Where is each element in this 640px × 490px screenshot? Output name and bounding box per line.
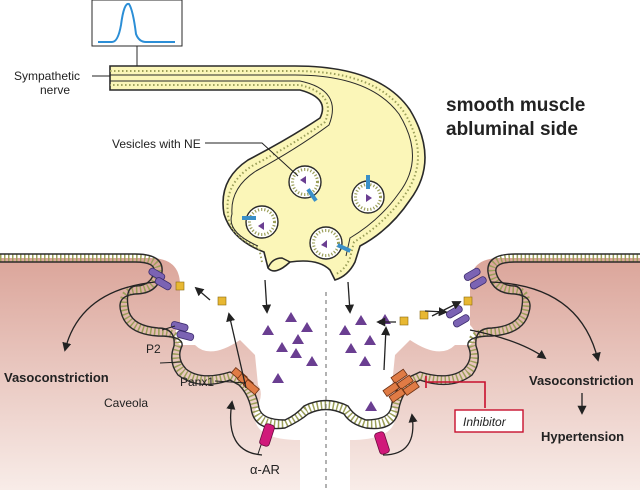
- smooth-muscle-right: [350, 258, 640, 490]
- vesicle-1: [288, 165, 322, 202]
- alpha-ar-label: α-AR: [250, 462, 280, 477]
- nerve-label-line-2: nerve: [40, 83, 70, 97]
- panx1-label: Panx1: [180, 375, 214, 389]
- smooth-muscle-left: [0, 258, 300, 490]
- ne-molecules: [262, 312, 391, 411]
- panx1-channels: [230, 366, 420, 404]
- inhibitor-label: Inhibitor: [463, 415, 507, 429]
- vesicles-label: Vesicles with NE: [112, 137, 201, 151]
- title-line-2: abluminal side: [446, 119, 578, 140]
- p2-label: P2: [146, 342, 161, 356]
- vasoconstriction-right-label: Vasoconstriction: [529, 373, 634, 388]
- nerve-label-line-1: Sympathetic: [14, 69, 80, 83]
- arrows: [62, 279, 601, 456]
- nerve-terminal: [109, 65, 426, 281]
- hypertension-label: Hypertension: [541, 429, 624, 444]
- smooth-muscle-tissue: [0, 258, 640, 490]
- vesicle-2: [351, 175, 385, 214]
- title-line-1: smooth muscle: [446, 95, 585, 116]
- leader-lines: [92, 75, 299, 455]
- vesicle-4: [309, 226, 352, 260]
- action-potential-inset: [91, 0, 183, 66]
- vesicle-3: [242, 205, 279, 239]
- inhibitor-symbol: [425, 376, 486, 408]
- vasoconstriction-left-label: Vasoconstriction: [4, 370, 109, 385]
- nerve-axon-body: [109, 65, 426, 281]
- action-potential-trace: [98, 2, 175, 43]
- vesicles: [242, 165, 385, 260]
- alpha-ar-receptors: [259, 423, 390, 455]
- caveola-label: Caveola: [104, 396, 148, 410]
- inhibitor-box: [454, 409, 524, 433]
- p2-receptors: [148, 267, 487, 341]
- atp-molecules: [175, 281, 473, 326]
